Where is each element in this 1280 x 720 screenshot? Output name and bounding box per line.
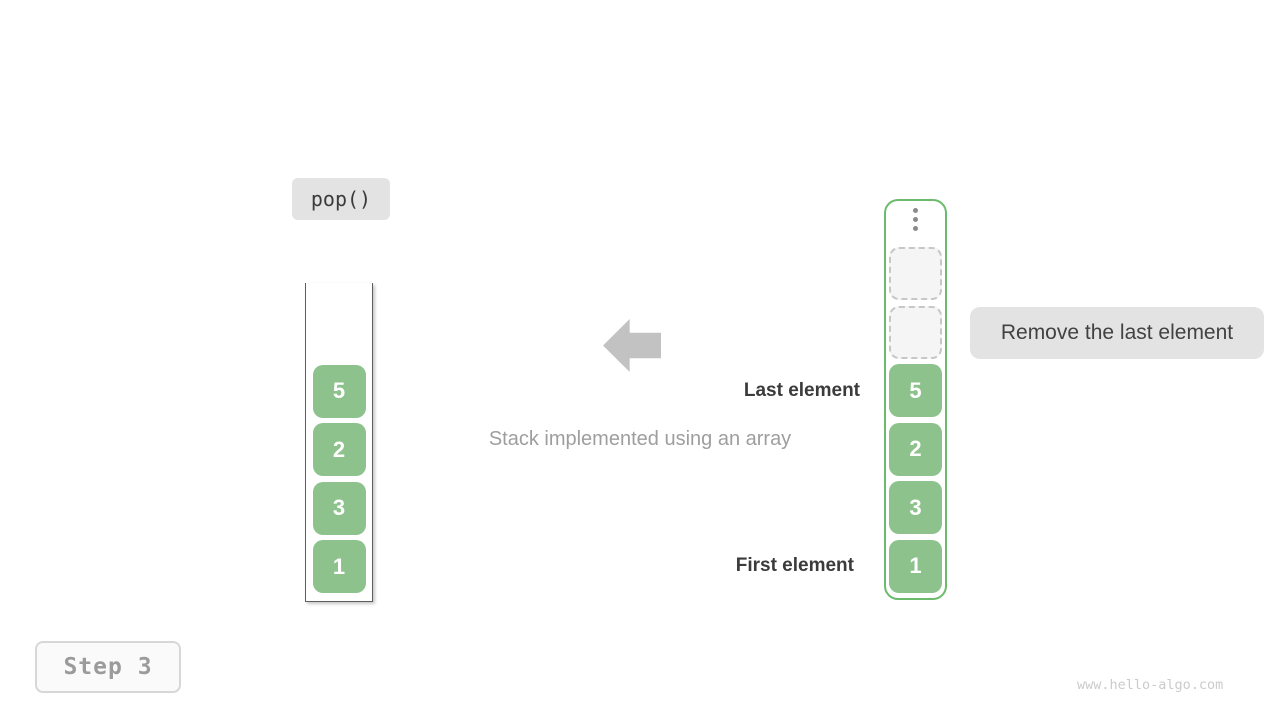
- left-arrow-icon: [603, 319, 661, 372]
- empty-array-slot: [889, 305, 942, 359]
- stack-container: 5 2 3 1: [305, 283, 373, 602]
- array-item: 2: [889, 422, 942, 476]
- array-item: 1: [889, 539, 942, 593]
- pop-operation-label: pop(): [292, 178, 390, 220]
- stack-item: 5: [312, 364, 366, 418]
- operation-annotation: Remove the last element: [970, 307, 1264, 359]
- vertical-dots-icon: [913, 208, 918, 231]
- watermark: www.hello-algo.com: [1077, 677, 1224, 693]
- first-element-label: First element: [735, 555, 854, 576]
- array-container: 5 2 3 1: [884, 199, 947, 600]
- stack-item: 1: [312, 540, 366, 593]
- diagram-caption: Stack implemented using an array: [488, 428, 792, 450]
- array-item: 3: [889, 481, 942, 534]
- empty-array-slot: [889, 247, 942, 300]
- stack-item: 3: [312, 481, 366, 535]
- step-indicator: Step 3: [35, 641, 181, 693]
- array-item: 5: [889, 364, 942, 417]
- stack-item: 2: [312, 423, 366, 476]
- last-element-label: Last element: [743, 380, 860, 401]
